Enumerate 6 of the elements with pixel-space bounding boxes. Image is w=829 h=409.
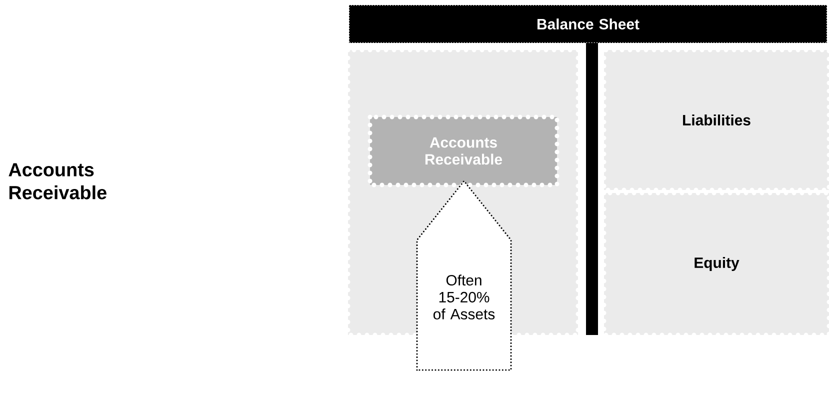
title: Accounts Receivable (8, 163, 106, 200)
account-box: Accounts Receivable (368, 114, 560, 188)
arrow-callout: Often 15-20% of Assets (416, 180, 512, 371)
liabilities-panel: Liabilities (602, 48, 829, 192)
equity-panel: Equity (602, 190, 829, 338)
header-bar: Balance Sheet (348, 4, 828, 44)
